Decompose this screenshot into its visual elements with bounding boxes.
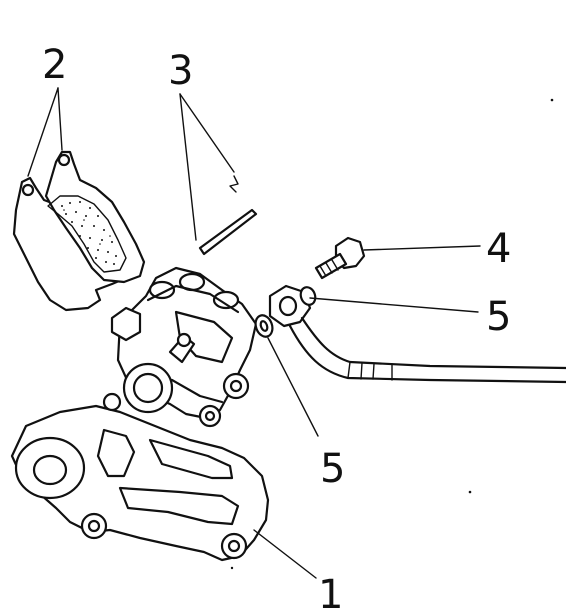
bracket-axle-boss xyxy=(14,436,86,500)
pad-mount-hole-rear xyxy=(21,183,35,197)
leader-5a xyxy=(309,297,479,313)
brake-hose-upper-edge xyxy=(300,316,566,370)
callout-3: 3 xyxy=(168,48,193,94)
caliper-assembly xyxy=(10,266,270,562)
caliper-top-boss-1 xyxy=(148,280,176,300)
callout-1: 1 xyxy=(318,572,343,612)
bracket-lug-left xyxy=(80,512,108,540)
pad-pin-and-clip xyxy=(198,175,258,256)
caliper-banjo-port xyxy=(222,372,250,400)
sealing-washer-inner xyxy=(254,314,274,338)
brake-hose-ferrule xyxy=(347,361,393,381)
brake-pads xyxy=(12,150,146,312)
callout-2: 2 xyxy=(42,42,67,88)
leader-3a xyxy=(179,93,197,241)
callout-numbers: 2 3 4 5 5 1 xyxy=(42,42,511,612)
caliper-top-edge xyxy=(146,284,240,314)
caliper-lower-mount-hole xyxy=(204,410,216,422)
bracket-cutout-upper xyxy=(148,438,234,480)
sealing-washer-inner-hole xyxy=(259,320,269,332)
caliper-banjo-port-inner xyxy=(229,379,243,393)
leader-4 xyxy=(363,245,481,251)
pad-mount-hole-front xyxy=(57,153,71,167)
leader-3b xyxy=(179,93,235,173)
pad-pin xyxy=(198,208,258,256)
sealing-washer-outer xyxy=(299,286,317,306)
caliper-piston-inner xyxy=(132,372,164,404)
scan-specks xyxy=(230,98,554,570)
bracket-axle-hole xyxy=(32,454,68,486)
caliper-top-boss-3 xyxy=(212,290,240,310)
bleed-nipple-cap xyxy=(176,332,192,348)
callout-5-upper: 5 xyxy=(486,294,511,340)
pad-friction-material xyxy=(47,195,127,273)
callout-5-lower: 5 xyxy=(320,446,345,492)
banjo-fitting xyxy=(254,236,566,384)
caliper-side-lug xyxy=(110,306,142,342)
banjo-bolt-threads xyxy=(319,259,339,277)
banjo-union-hole xyxy=(278,295,298,317)
caliper-body-line xyxy=(170,378,224,404)
brake-hose-lower-edge xyxy=(288,324,566,384)
leader-2b xyxy=(57,87,63,151)
bracket-lug-right-hole xyxy=(227,539,241,553)
leader-5b xyxy=(267,337,319,437)
caliper-piston xyxy=(122,362,174,414)
callout-4: 4 xyxy=(486,226,511,272)
leader-1 xyxy=(253,529,317,579)
bracket-cutout-lower xyxy=(118,486,240,526)
leader-2a xyxy=(27,87,59,177)
bracket-lug-top xyxy=(102,392,122,412)
bracket-lug-right xyxy=(220,532,248,560)
pin-retaining-clip xyxy=(229,175,239,193)
caliper-lower-mount xyxy=(198,404,222,428)
pad-friction-texture xyxy=(61,201,117,265)
bracket-lug-left-hole xyxy=(87,519,101,533)
leader-lines xyxy=(27,87,481,579)
bracket-slot xyxy=(96,428,136,478)
pad-backing-plate-front xyxy=(44,150,146,284)
